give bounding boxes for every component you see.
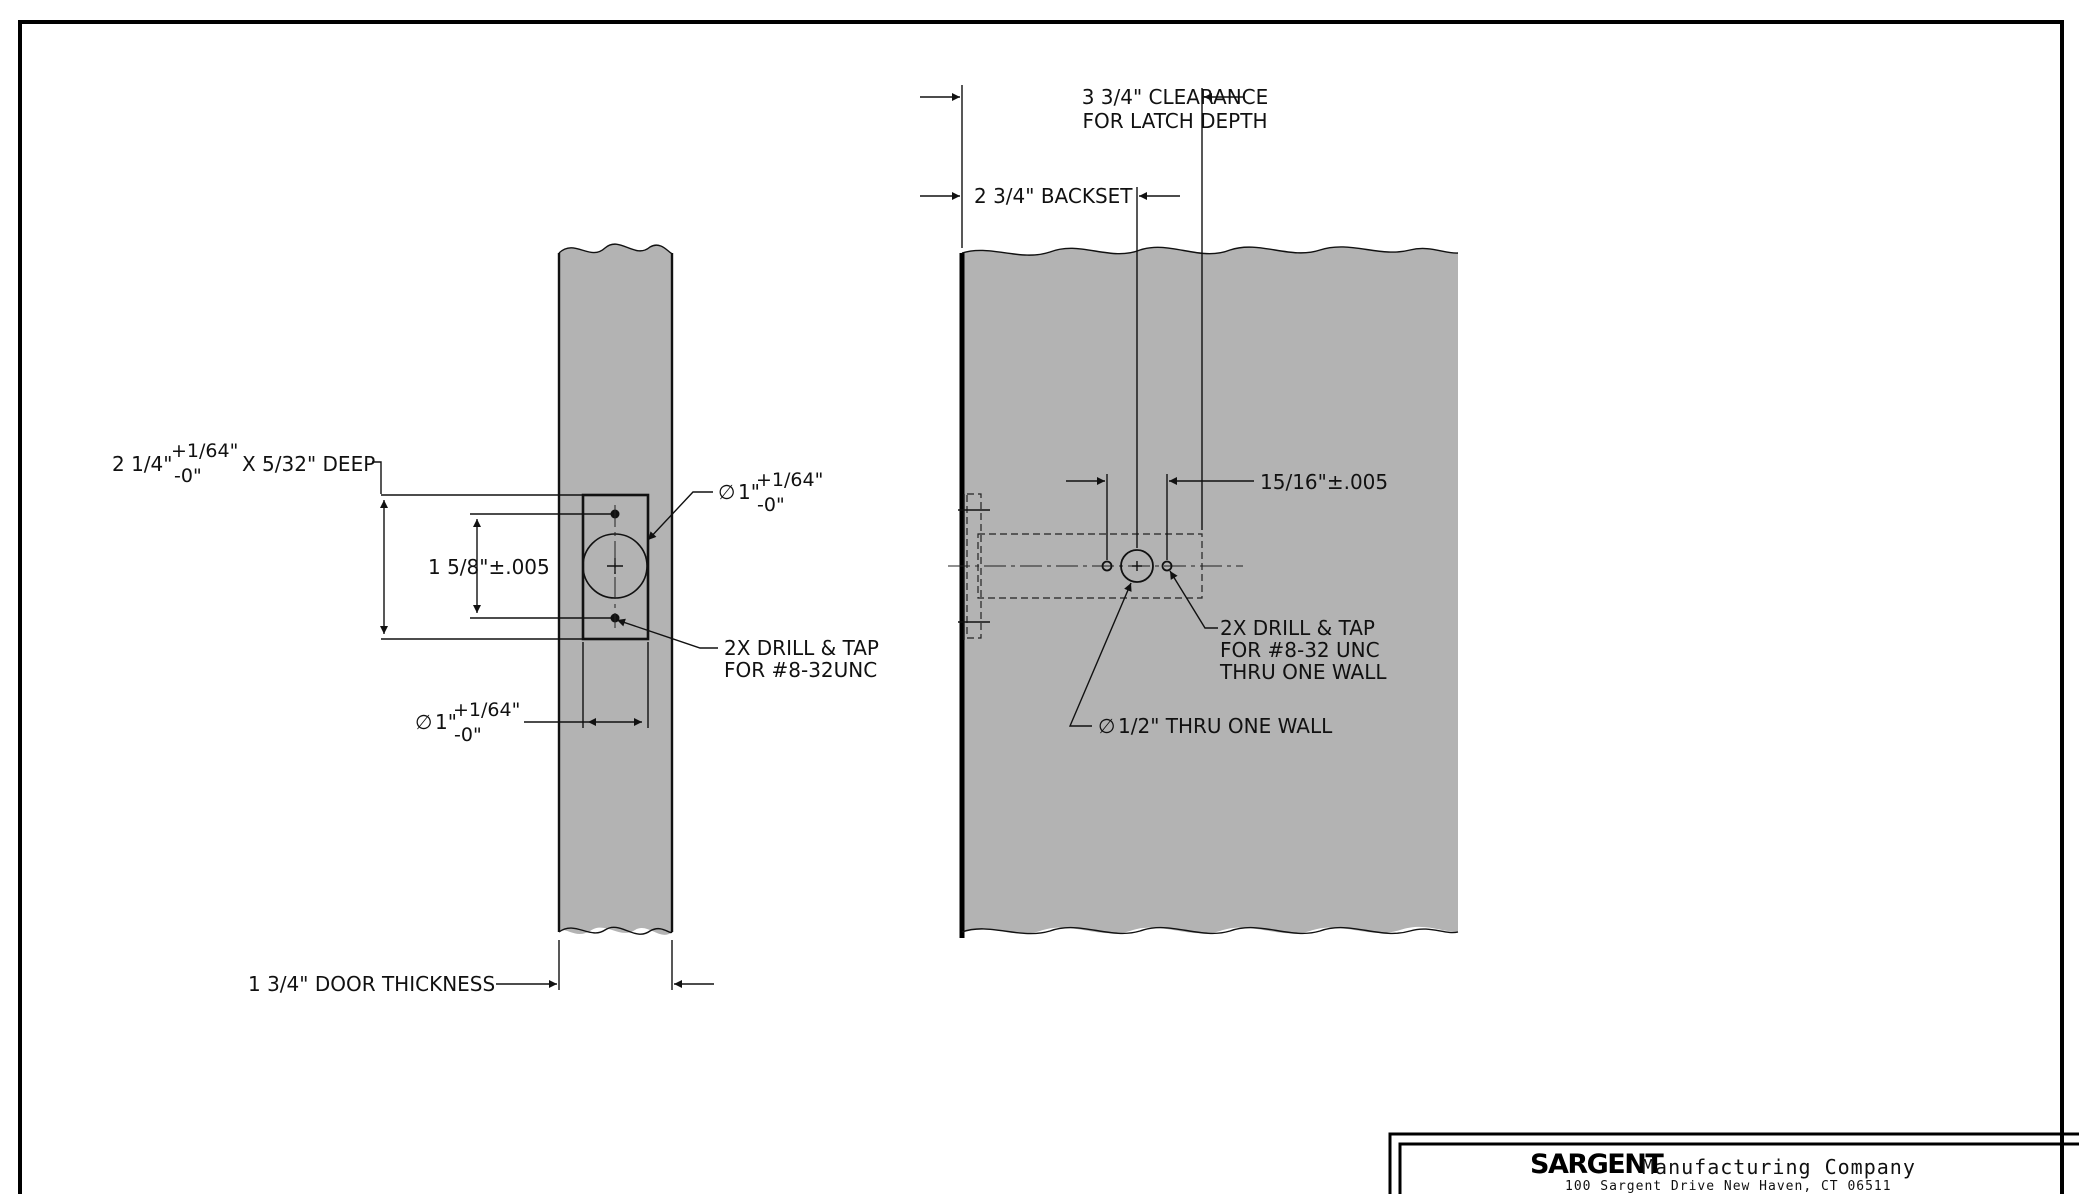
bore-main: 1" — [738, 480, 760, 504]
face-drill-tap-line1: 2X DRILL & TAP — [1220, 616, 1375, 640]
title-block: SARGENT Manufacturing Company 100 Sargen… — [1388, 1132, 2079, 1194]
mortise-note-depth: X 5/32" DEEP — [242, 452, 375, 476]
thru-hole — [1120, 549, 1154, 583]
mortise-width-dimension: ∅ 1" +1/64" -0" — [415, 642, 649, 746]
face-drill-tap-callout: 2X DRILL & TAP FOR #8-32 UNC THRU ONE WA… — [1169, 570, 1387, 684]
company-address: 100 Sargent Drive New Haven, CT 06511 — [1565, 1179, 1892, 1194]
drawing-border — [18, 20, 2064, 1194]
face-screw-hole-left — [1101, 560, 1113, 572]
side-drill-tap-line1: 2X DRILL & TAP — [724, 636, 879, 660]
backset-dimension: 2 3/4" BACKSET — [920, 184, 1180, 548]
mortise-note-main: 2 1/4" — [112, 452, 172, 476]
door-face-view — [948, 246, 1459, 938]
backset-label: 2 3/4" BACKSET — [974, 184, 1133, 208]
bore-diameter-callout: ∅ 1" +1/64" -0" — [647, 469, 823, 541]
door-thickness-label: 1 3/4" DOOR THICKNESS — [248, 972, 495, 996]
bore-tol-plus: +1/64" — [756, 469, 823, 491]
door-face-body — [962, 246, 1458, 934]
width-main: 1" — [435, 710, 457, 734]
clearance-line1: 3 3/4" CLEARANCE — [1082, 85, 1269, 109]
bore-symbol: ∅ — [718, 480, 735, 504]
offset-label: 15/16"±.005 — [1260, 470, 1388, 494]
side-drill-tap-callout: 2X DRILL & TAP FOR #8-32UNC — [616, 618, 879, 682]
clearance-dimension: 3 3/4" CLEARANCE FOR LATCH DEPTH — [920, 85, 1268, 530]
door-edge-view — [557, 243, 674, 935]
width-tol-plus: +1/64" — [453, 699, 520, 721]
mortise-note-tol-minus: -0" — [174, 465, 202, 487]
brand-logo: SARGENT — [1530, 1149, 1664, 1180]
side-drill-tap-line2: FOR #8-32UNC — [724, 658, 877, 682]
mortise-height-dimension: 2 1/4" +1/64" -0" X 5/32" DEEP — [112, 440, 610, 640]
hole-spacing-dimension: 1 5/8"±.005 — [428, 513, 612, 619]
door-thickness-dimension: 1 3/4" DOOR THICKNESS — [248, 940, 714, 996]
face-drill-tap-line2: FOR #8-32 UNC — [1220, 638, 1380, 662]
width-tol-minus: -0" — [454, 724, 482, 746]
thru-hole-symbol: ∅ — [1098, 714, 1115, 738]
company-name: Manufacturing Company — [1642, 1155, 1916, 1179]
face-screw-hole-right — [1161, 560, 1173, 572]
bore-tol-minus: -0" — [757, 494, 785, 516]
clearance-line2: FOR LATCH DEPTH — [1083, 109, 1268, 133]
thru-hole-label: 1/2" THRU ONE WALL — [1118, 714, 1333, 738]
hole-spacing-label: 1 5/8"±.005 — [428, 555, 550, 579]
thru-hole-callout: ∅ 1/2" THRU ONE WALL — [1068, 582, 1333, 738]
offset-dimension: 15/16"±.005 — [1066, 470, 1388, 560]
width-symbol: ∅ — [415, 710, 432, 734]
mortise-note-tol-plus: +1/64" — [171, 440, 238, 462]
face-drill-tap-line3: THRU ONE WALL — [1219, 660, 1387, 684]
